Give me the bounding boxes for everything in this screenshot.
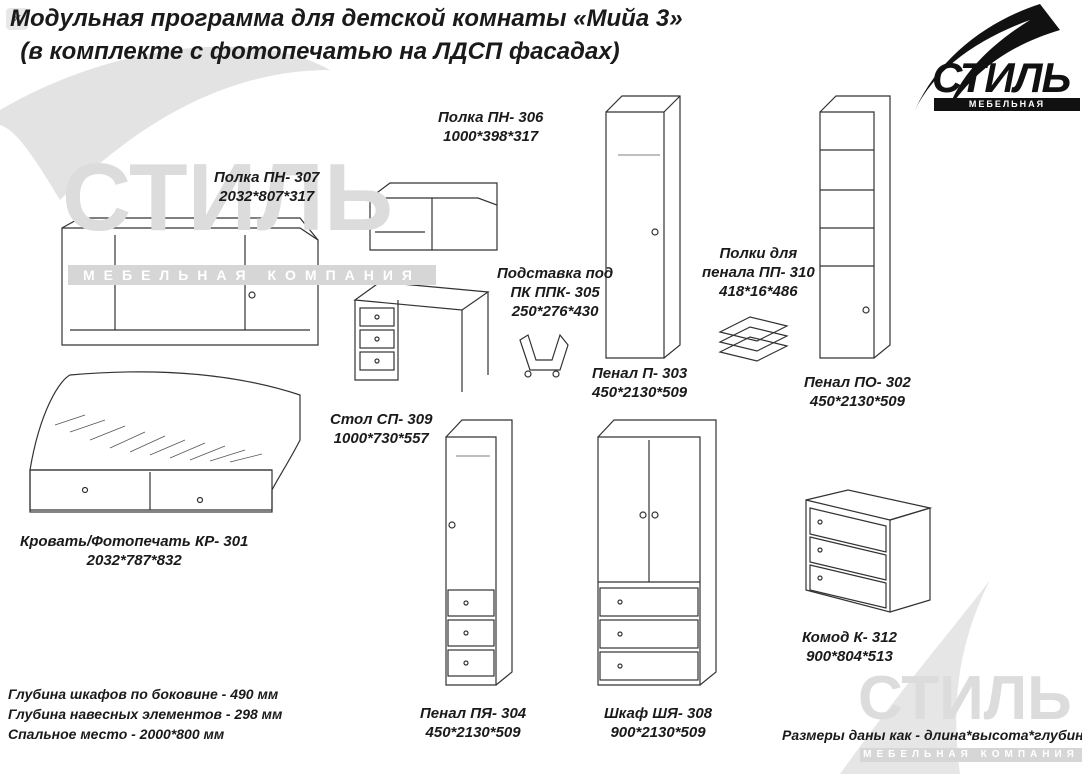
item-name: Пенал ПО- 302 bbox=[804, 374, 911, 391]
case-303-drawing bbox=[605, 95, 681, 359]
item-size: 2032*807*317 bbox=[219, 188, 315, 205]
page-title: Модульная программа для детской комнаты … bbox=[10, 2, 683, 68]
label-shelves-310: Полки для пенала ПП- 310 418*16*486 bbox=[702, 244, 815, 301]
item-size: 1000*730*557 bbox=[333, 430, 429, 447]
close-icon[interactable]: ✕ bbox=[6, 8, 28, 30]
item-name-1: Подставка под bbox=[497, 265, 614, 282]
bed-301-drawing bbox=[29, 371, 301, 513]
notes-block: Глубина шкафов по боковине - 490 мм Глуб… bbox=[8, 684, 282, 744]
note-line: Спальное место - 2000*800 мм bbox=[8, 726, 225, 742]
item-name-1: Полки для bbox=[719, 245, 798, 262]
item-size: 250*276*430 bbox=[511, 303, 599, 320]
note-line: Глубина шкафов по боковине - 490 мм bbox=[8, 686, 279, 702]
watermark-tagline: МЕБЕЛЬНАЯ КОМПАНИЯ bbox=[68, 265, 436, 285]
item-name: Кровать/Фотопечать КР- 301 bbox=[20, 533, 249, 550]
case-304-drawing bbox=[445, 419, 513, 686]
item-size: 2032*787*832 bbox=[86, 552, 182, 569]
label-bed-301: Кровать/Фотопечать КР- 301 2032*787*832 bbox=[20, 532, 248, 570]
desk-309-drawing bbox=[353, 281, 490, 392]
title-line-1: Модульная программа для детской комнаты … bbox=[10, 5, 683, 32]
item-name: Пенал ПЯ- 304 bbox=[420, 705, 527, 722]
wardrobe-308-drawing bbox=[597, 419, 717, 686]
watermark-tagline-bottom: МЕБЕЛЬНАЯ КОМПАНИЯ bbox=[860, 748, 1082, 762]
label-wardrobe-308: Шкаф ШЯ- 308 900*2130*509 bbox=[604, 704, 712, 742]
shelves-310-drawing bbox=[718, 316, 789, 362]
title-line-2: (в комплекте с фотопечатью на ЛДСП фасад… bbox=[20, 38, 620, 65]
stand-305-drawing bbox=[519, 333, 569, 378]
label-dresser-312: Комод К- 312 900*804*513 bbox=[802, 628, 897, 666]
item-size: 1000*398*317 bbox=[443, 128, 539, 145]
item-name: Полка ПН- 307 bbox=[214, 169, 320, 186]
swoosh-logo-icon bbox=[915, 4, 1060, 110]
watermark-swoosh bbox=[0, 46, 330, 200]
label-shelf-306: Полка ПН- 306 1000*398*317 bbox=[438, 108, 543, 146]
item-name-2: пенала ПП- 310 bbox=[702, 264, 815, 281]
item-name: Полка ПН- 306 bbox=[438, 109, 544, 126]
item-size: 450*2130*509 bbox=[809, 393, 905, 410]
label-shelf-307: Полка ПН- 307 2032*807*317 bbox=[214, 168, 319, 206]
logo-brand: СТИЛЬ bbox=[932, 54, 1071, 101]
case-302-drawing bbox=[819, 95, 891, 359]
watermark-brand: СТИЛЬ bbox=[62, 144, 393, 251]
sizes-note: Размеры даны как - длина*высота*глубина bbox=[782, 727, 1082, 743]
logo-tagline: МЕБЕЛЬНАЯ КОМПАНИЯ bbox=[934, 98, 1080, 122]
item-size: 900*2130*509 bbox=[610, 724, 706, 741]
dresser-312-drawing bbox=[805, 489, 933, 613]
item-size: 900*804*513 bbox=[806, 648, 893, 665]
item-name: Шкаф ШЯ- 308 bbox=[604, 705, 713, 722]
watermark-brand-bottom: СТИЛЬ bbox=[858, 664, 1072, 733]
item-size: 450*2130*509 bbox=[592, 384, 688, 401]
label-stand-305: Подставка под ПК ППК- 305 250*276*430 bbox=[497, 264, 613, 321]
label-case-304: Пенал ПЯ- 304 450*2130*509 bbox=[420, 704, 526, 742]
item-size: 450*2130*509 bbox=[425, 724, 521, 741]
label-case-303: Пенал П- 303 450*2130*509 bbox=[592, 364, 687, 402]
item-size: 418*16*486 bbox=[719, 283, 798, 300]
item-name: Комод К- 312 bbox=[802, 629, 897, 646]
watermark-swoosh bbox=[840, 580, 990, 774]
item-name: Пенал П- 303 bbox=[592, 365, 688, 382]
shelf-306-drawing bbox=[369, 182, 498, 251]
note-line: Глубина навесных элементов - 298 мм bbox=[8, 706, 283, 722]
label-desk-309: Стол СП- 309 1000*730*557 bbox=[330, 410, 432, 448]
item-name-2: ПК ППК- 305 bbox=[510, 284, 600, 301]
label-case-302: Пенал ПО- 302 450*2130*509 bbox=[804, 373, 911, 411]
item-name: Стол СП- 309 bbox=[330, 411, 433, 428]
